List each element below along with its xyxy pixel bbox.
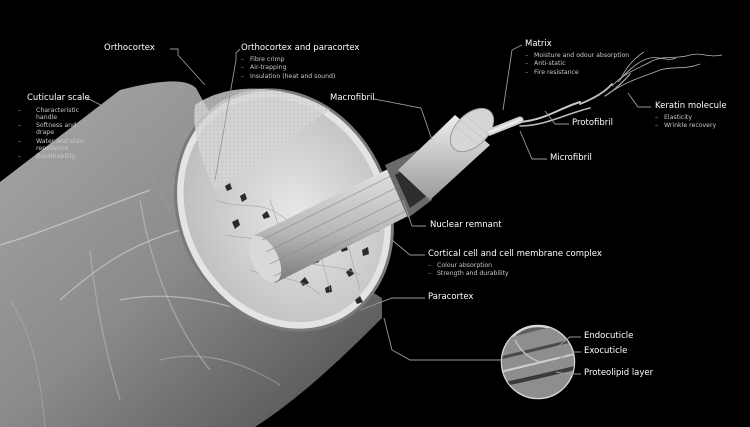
leader-paracortex (359, 297, 425, 311)
label-endocuticle: Endocuticle (584, 331, 634, 341)
leader-protofibril (544, 110, 569, 125)
leader-microfibril (519, 130, 547, 160)
leader-cuticular (86, 97, 171, 211)
label-macrofibril: Macrofibril (330, 93, 375, 103)
label-matrix: Matrix (525, 39, 552, 49)
matrix-item: Anti-static (525, 61, 629, 67)
cuticular-scale-item: Water and stain repellence (27, 138, 89, 152)
cortical-list: Colour absorption Strength and durabilit… (428, 262, 509, 280)
leader-cortical (391, 239, 425, 256)
keratin-strands (611, 51, 723, 91)
keratin-list: Elasticity Wrinkle recovery (655, 114, 716, 132)
ortho-para-item: Fibre crimp (241, 56, 335, 63)
matrix-item: Fire resistance (525, 69, 629, 76)
label-keratin-molecule: Keratin molecule (655, 101, 727, 111)
label-nuclear-remnant: Nuclear remnant (430, 220, 502, 230)
leader-endocuticle (555, 336, 581, 349)
matrix-item: Moisture and odour absorption (525, 52, 629, 59)
leader-macrofibril (373, 98, 433, 141)
label-orthocortex-and-paracortex: Orthocortex and paracortex (241, 43, 360, 53)
leader-keratin (627, 92, 651, 108)
label-orthocortex: Orthocortex (104, 43, 155, 53)
cuticular-scale-list: Characteristic handle Softness and drape… (27, 107, 89, 161)
cortical-cell-rod (248, 150, 432, 283)
matrix-list: Moisture and odour absorption Anti-stati… (525, 52, 629, 78)
label-microfibril: Microfibril (550, 153, 592, 163)
ortho-para-list: Fibre crimp Air-trapping Insulation (hea… (241, 56, 335, 82)
label-cortical-cell: Cortical cell and cell membrane complex (428, 249, 602, 259)
leader-exocuticle (559, 351, 581, 359)
keratin-item: Wrinkle recovery (655, 123, 716, 129)
cortical-item: Colour absorption (428, 262, 509, 269)
label-proteolipid-layer: Proteolipid layer (584, 368, 654, 378)
microfibrils (486, 73, 631, 136)
cuticle-inset (500, 324, 576, 400)
leader-ortho-para (214, 48, 241, 181)
cuticular-scale-item: Characteristic handle (27, 107, 89, 121)
leader-nuclear (402, 199, 426, 227)
keratin-item: Elasticity (655, 114, 716, 121)
leader-matrix (502, 44, 523, 111)
cuticular-scale-item: Softness and drape (27, 122, 89, 136)
label-exocuticle: Exocuticle (584, 346, 628, 356)
cuticular-scale-item: Breathability (27, 153, 89, 160)
leader-proteolipid (555, 371, 581, 375)
macrofibril (398, 107, 495, 200)
ortho-para-item: Air-trapping (241, 65, 335, 71)
label-cuticular-scale: Cuticular scale (27, 93, 90, 103)
leader-lines (86, 44, 651, 375)
leader-inset (383, 317, 502, 361)
label-protofibril: Protofibril (572, 118, 613, 128)
leader-orthocortex (170, 48, 206, 86)
ortho-para-item: Insulation (heat and sound) (241, 73, 335, 80)
cross-section (174, 88, 394, 332)
cortical-item: Strength and durability (428, 271, 509, 277)
label-paracortex: Paracortex (428, 292, 474, 302)
